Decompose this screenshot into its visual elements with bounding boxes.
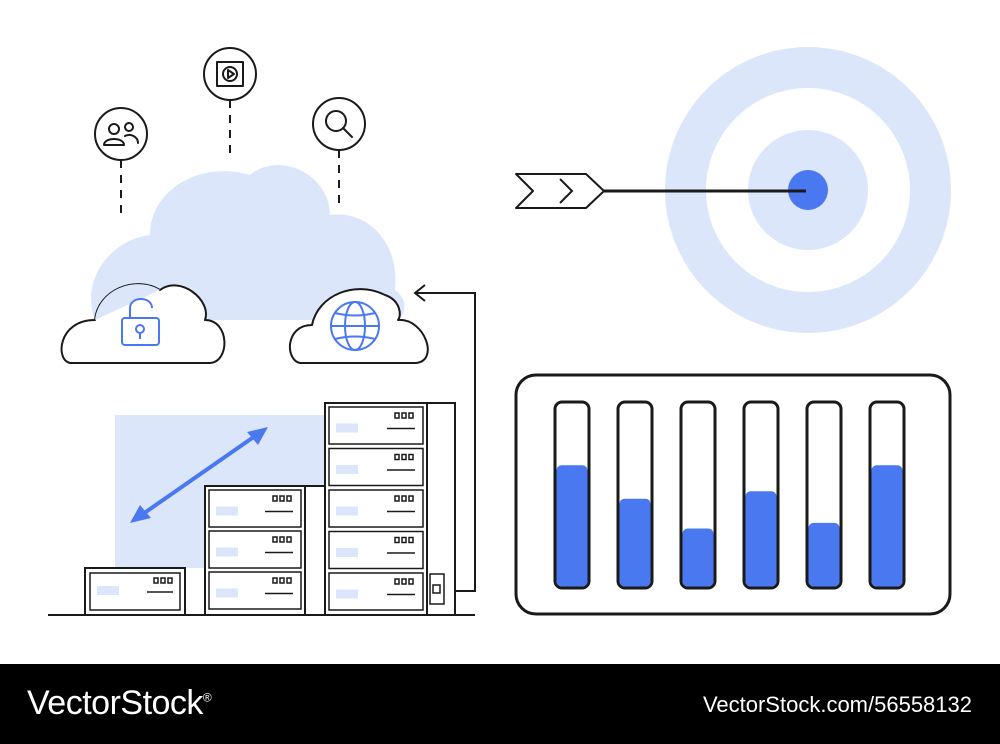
search-icon: [312, 97, 366, 151]
server-unit: [328, 530, 424, 570]
footer: VectorStock® VectorStock.com/56558132: [0, 664, 1000, 744]
level-bar: [805, 400, 843, 590]
brand-name: VectorStock: [27, 684, 203, 722]
play-icon: [203, 47, 257, 101]
brand-mark: ®: [202, 690, 212, 705]
level-fill: [808, 522, 840, 587]
icon-connectors: [120, 100, 340, 215]
globe-icon: [330, 301, 380, 351]
lock-icon: [121, 298, 160, 346]
level-bar: [679, 400, 717, 590]
server-medium: [204, 485, 326, 616]
level-fill: [556, 465, 588, 587]
server-small: [84, 567, 186, 616]
level-fill: [871, 465, 903, 587]
level-fill: [682, 528, 714, 587]
level-bar: [616, 400, 654, 590]
scale-arrow-icon: [130, 427, 268, 523]
level-bar: [868, 400, 906, 590]
level-fill: [619, 498, 651, 587]
illustration: [48, 47, 952, 616]
server-unit: [208, 571, 302, 610]
level-fill: [745, 491, 777, 587]
lock-cloud: [60, 283, 226, 364]
level-bar: [742, 400, 780, 590]
cloud-background: [91, 164, 405, 320]
level-bars: [553, 400, 906, 590]
server-unit: [328, 447, 424, 487]
server-unit: [208, 530, 302, 569]
target-icon: [665, 47, 951, 333]
server-unit: [328, 489, 424, 528]
brand-logo: VectorStock®: [27, 684, 212, 723]
server-tall: [324, 402, 456, 616]
server-unit: [328, 406, 424, 445]
dart-arrow-icon: [515, 173, 806, 209]
image-id: VectorStock.com/56558132: [702, 692, 972, 717]
server-unit: [328, 572, 424, 611]
level-bar: [553, 400, 591, 590]
users-icon: [94, 107, 148, 161]
server-unit: [208, 489, 302, 528]
